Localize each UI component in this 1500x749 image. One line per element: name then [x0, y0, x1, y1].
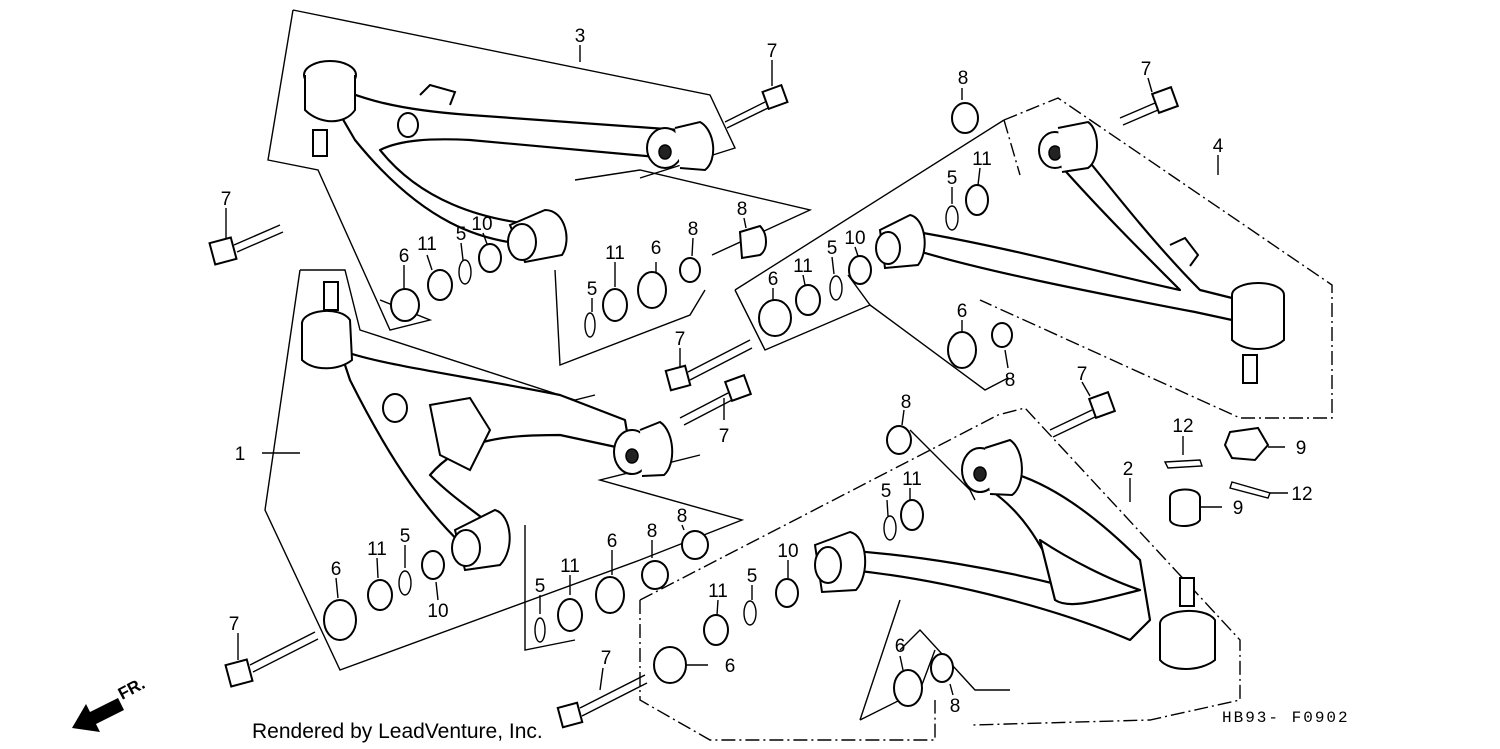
label-7: 7 [601, 648, 612, 669]
label-8: 8 [901, 392, 912, 413]
label-11: 11 [605, 243, 625, 264]
seal-11 [427, 269, 453, 301]
label-6: 6 [895, 636, 906, 657]
castle-nut-9-top [1223, 426, 1270, 462]
label-12: 12 [1172, 416, 1193, 437]
label-5: 5 [535, 576, 546, 597]
label-11: 11 [902, 469, 922, 490]
label-10: 10 [471, 214, 492, 235]
label-7: 7 [229, 614, 240, 635]
label-6: 6 [331, 559, 342, 580]
label-5: 5 [587, 279, 598, 300]
label-6: 6 [607, 531, 618, 552]
label-10: 10 [427, 601, 448, 622]
label-5: 5 [456, 224, 467, 245]
diagram-code: HB93- F0902 [1222, 709, 1350, 727]
label-3: 3 [575, 26, 586, 47]
assembly-2-lower-arm [639, 407, 1241, 741]
label-2: 2 [1123, 459, 1134, 480]
label-7: 7 [1141, 59, 1152, 80]
label-8: 8 [950, 696, 961, 717]
label-7: 7 [675, 329, 686, 350]
label-6: 6 [957, 301, 968, 322]
label-9: 9 [1296, 438, 1307, 459]
label-8: 8 [647, 521, 658, 542]
assembly-4-upper-arm [875, 97, 1333, 419]
label-11: 11 [972, 149, 992, 170]
assembly-4-hardware [664, 77, 1180, 392]
label-1: 1 [235, 444, 246, 465]
label-8: 8 [688, 219, 699, 240]
bushing-10 [478, 243, 502, 273]
assembly-1-hardware [224, 373, 753, 688]
label-11: 11 [793, 256, 813, 277]
cotter-pin-12-left [1163, 459, 1203, 469]
label-10: 10 [844, 228, 865, 249]
label-7: 7 [1077, 364, 1088, 385]
callout-labels: 3 7 7 6 11 5 10 8 8 6 11 5 8 7 4 5 11 10… [221, 26, 1313, 717]
assembly-3-hardware [208, 60, 813, 366]
label-5: 5 [827, 238, 838, 259]
label-8: 8 [737, 199, 748, 220]
label-8: 8 [1005, 370, 1016, 391]
label-5: 5 [400, 526, 411, 547]
label-11: 11 [367, 539, 387, 560]
label-11: 11 [708, 581, 728, 602]
label-10: 10 [777, 541, 798, 562]
label-6: 6 [725, 656, 736, 677]
assembly-2-hardware [556, 381, 1117, 729]
label-5: 5 [747, 566, 758, 587]
label-9: 9 [1233, 498, 1244, 519]
label-7: 7 [719, 426, 730, 447]
assembly-1-lower-arm [262, 269, 745, 671]
front-label: FR. [115, 674, 148, 704]
label-6: 6 [399, 246, 410, 267]
circlip-5 [458, 259, 472, 285]
credit-text: Rendered by LeadVenture, Inc. [252, 720, 543, 743]
label-5: 5 [947, 168, 958, 189]
assembly-3-upper-arm [267, 9, 736, 331]
label-12: 12 [1291, 484, 1312, 505]
label-7: 7 [767, 41, 778, 62]
label-11: 11 [560, 556, 580, 577]
label-11: 11 [417, 234, 437, 255]
label-4: 4 [1213, 136, 1224, 157]
front-direction-marker: FR. [72, 674, 148, 732]
label-6: 6 [768, 269, 779, 290]
label-5: 5 [881, 481, 892, 502]
loose-parts [1163, 426, 1288, 527]
label-8: 8 [677, 506, 688, 527]
label-7: 7 [221, 189, 232, 210]
label-6: 6 [651, 238, 662, 259]
cotter-pin-12-right [1229, 481, 1271, 499]
label-8: 8 [958, 68, 969, 89]
collar-6 [390, 288, 420, 322]
castle-nut-9-bottom [1169, 488, 1201, 527]
